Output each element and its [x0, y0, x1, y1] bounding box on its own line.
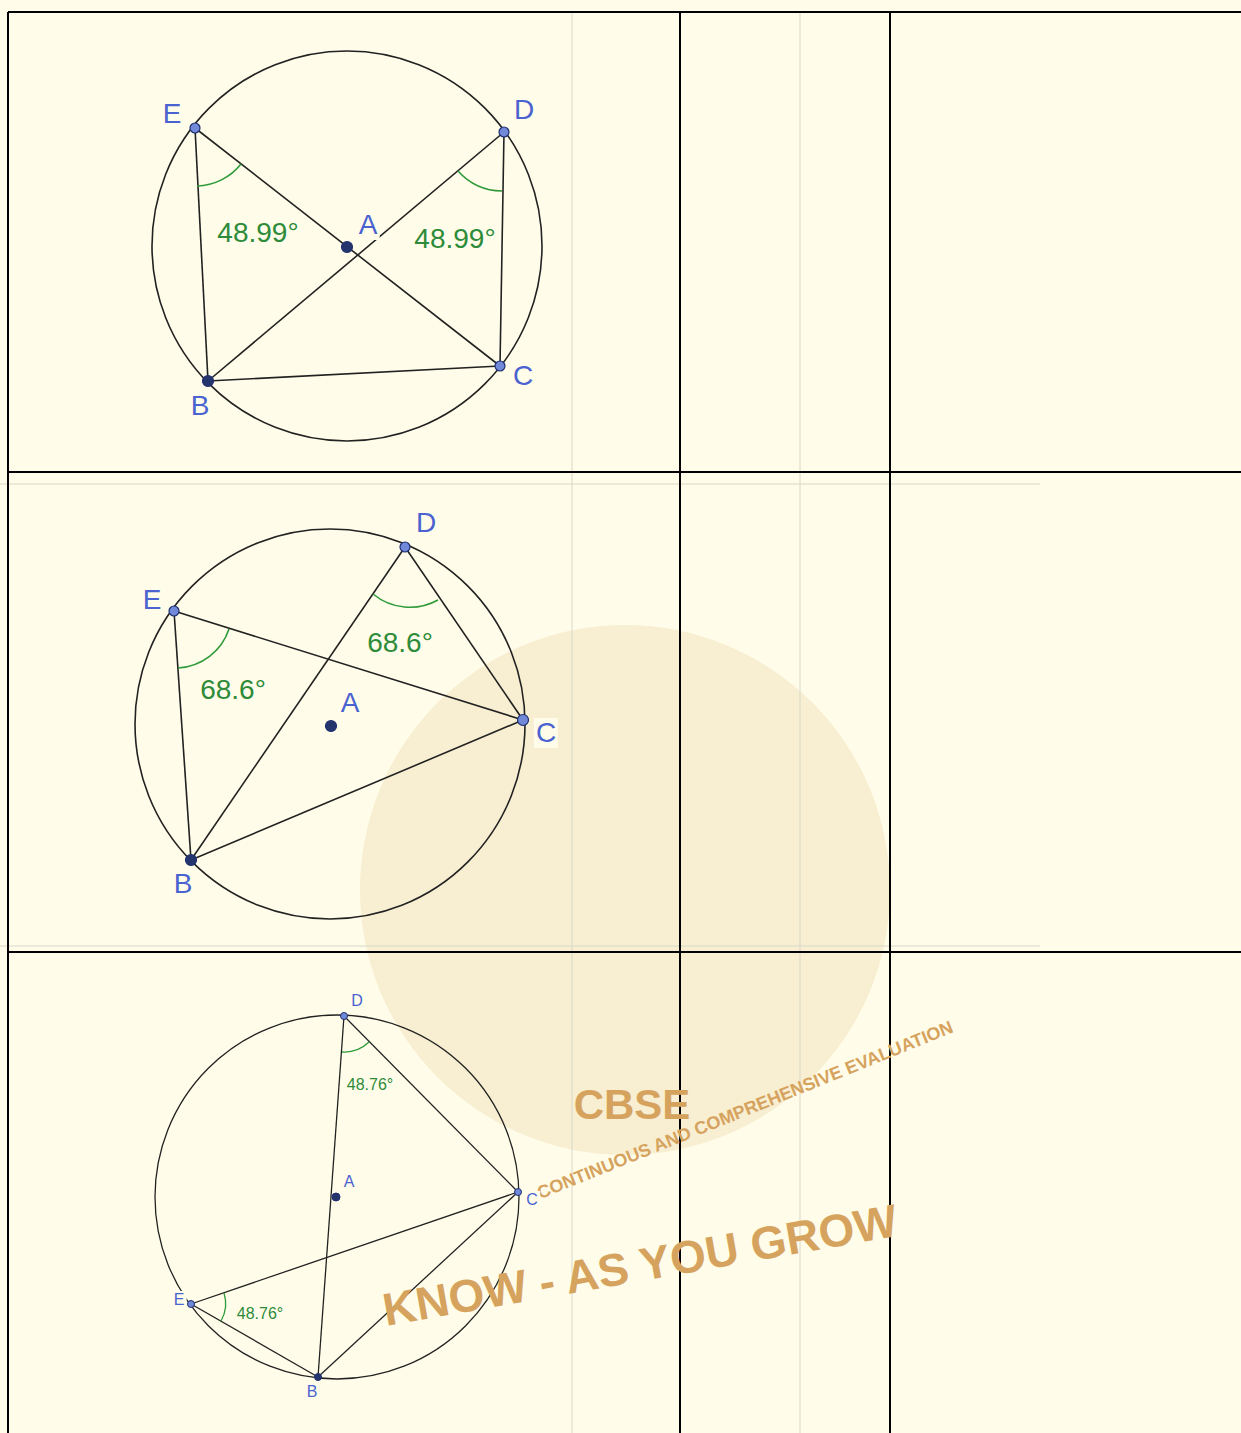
- angle-arc: [197, 164, 502, 191]
- angle-label: 68.6°: [198, 675, 268, 705]
- point-label: D: [512, 95, 536, 125]
- point-label: E: [161, 99, 184, 129]
- point-label: B: [189, 391, 212, 421]
- point-label: A: [342, 1173, 357, 1191]
- point-label: A: [339, 688, 362, 718]
- point-label: A: [357, 210, 380, 240]
- angle-label: 48.99°: [215, 218, 300, 248]
- point-label: B: [305, 1383, 320, 1401]
- circle-figure-1: [152, 51, 542, 441]
- angle-label: 48.76°: [235, 1305, 285, 1323]
- point-label: E: [172, 1291, 187, 1309]
- point-label: E: [141, 585, 164, 615]
- point: [188, 1013, 522, 1381]
- point: [169, 542, 529, 866]
- point-label: D: [349, 992, 365, 1010]
- circle-figure-2: [135, 529, 525, 919]
- angle-label: 68.6°: [365, 628, 435, 658]
- point-label: D: [414, 508, 438, 538]
- table-grid: [8, 12, 1241, 1433]
- angle-label: 48.99°: [412, 224, 497, 254]
- point-label: B: [172, 869, 195, 899]
- point-label: C: [524, 1191, 540, 1209]
- circle-figure-3: [155, 1015, 519, 1379]
- watermark: KNOW - AS YOU GROW: [377, 1196, 903, 1334]
- point-label: C: [511, 361, 535, 391]
- point: [190, 123, 509, 387]
- point-label: C: [534, 718, 558, 748]
- watermark: CBSE: [572, 1083, 693, 1127]
- angle-label: 48.76°: [345, 1076, 395, 1094]
- faint-grid: [0, 12, 1040, 1433]
- angle-arc: [178, 594, 438, 668]
